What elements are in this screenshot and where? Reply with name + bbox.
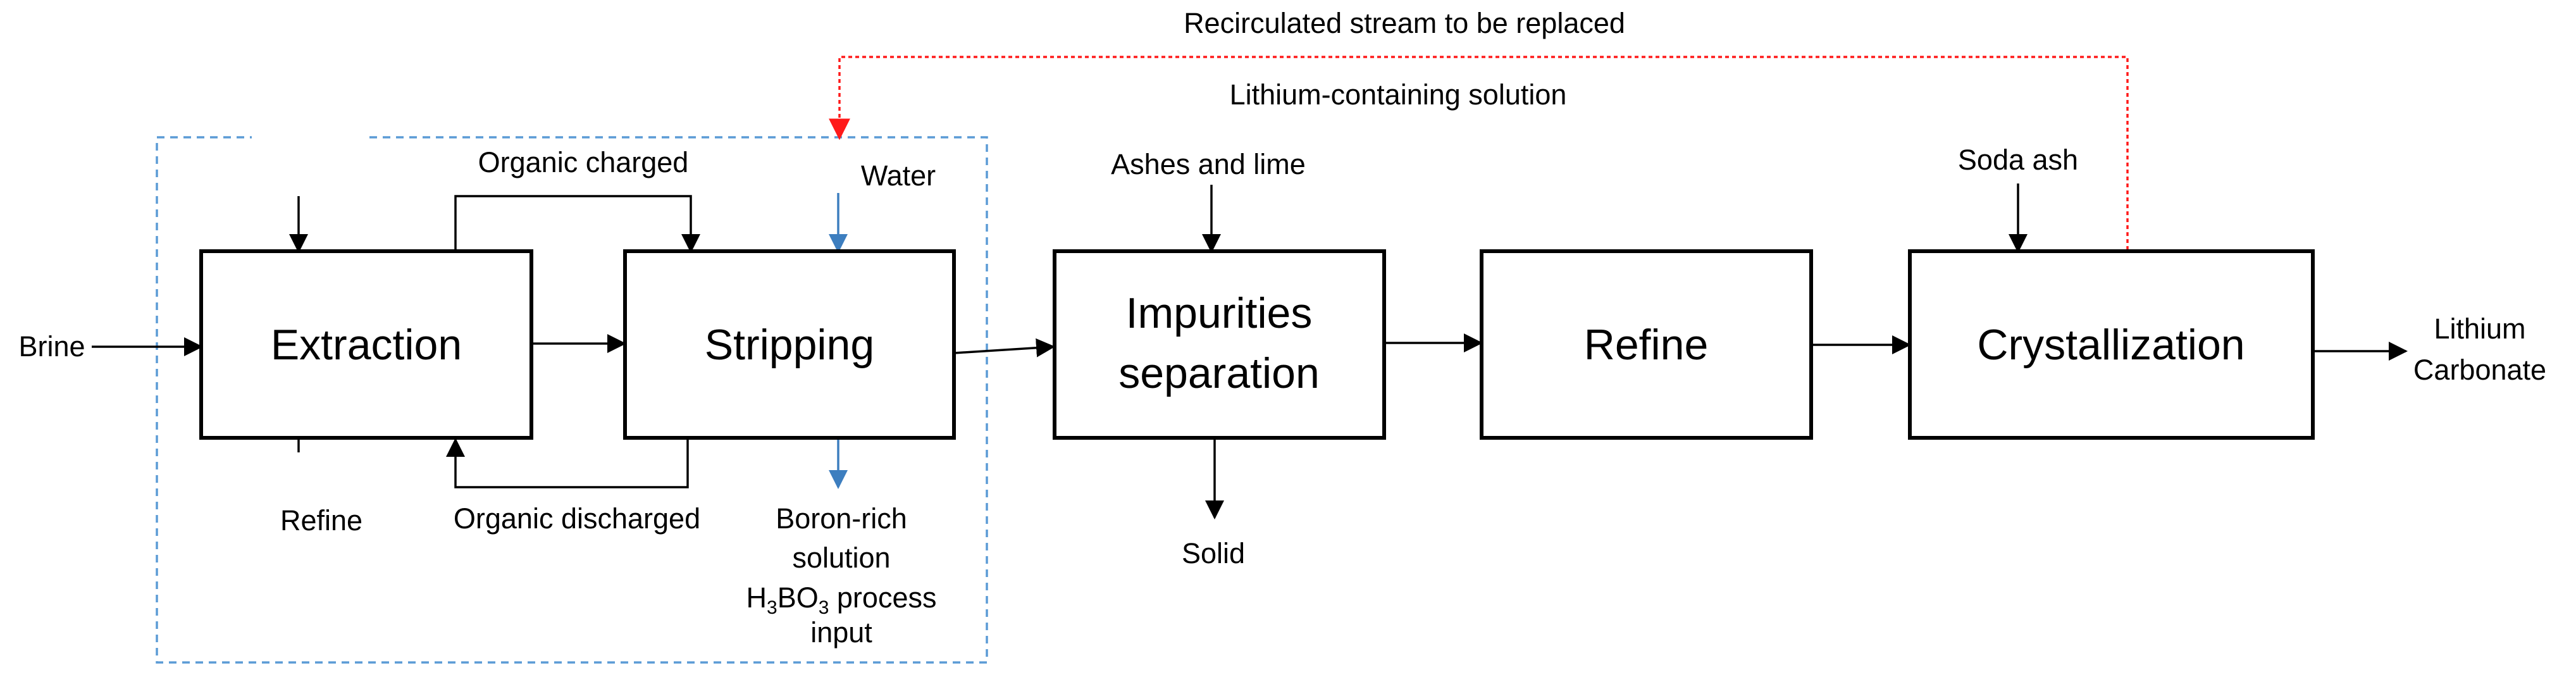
label-recirculated-stream: Recirculated stream to be replaced	[1184, 7, 1625, 39]
label-solid: Solid	[1182, 537, 1245, 569]
label-ashes-and-lime: Ashes and lime	[1111, 148, 1306, 180]
label-lithium-containing-solution: Lithium-containing solution	[1230, 78, 1567, 111]
node-extraction: Extraction	[199, 249, 533, 440]
node-label-impurities-line1: Impurities	[1126, 289, 1313, 337]
node-refine: Refine	[1480, 249, 1813, 440]
stripping-to-impurities-arrow	[953, 338, 1055, 357]
label-product-line1: Lithium	[2434, 313, 2525, 345]
label-water: Water	[861, 159, 936, 192]
node-crystallization: Crystallization	[1908, 249, 2315, 440]
label-brine: Brine	[18, 330, 85, 363]
boundary-gap-mask	[252, 130, 369, 146]
label-organic-charged: Organic charged	[478, 146, 689, 178]
node-label-stripping: Stripping	[705, 321, 874, 369]
label-boron-line2: solution	[792, 542, 890, 574]
node-stripping: Stripping	[623, 249, 956, 440]
label-refine-output: Refine	[280, 504, 362, 537]
node-label-impurities-line2: separation	[1118, 349, 1320, 397]
label-boron-line1: Boron-rich	[776, 502, 907, 535]
solvent-extraction-boundary	[156, 136, 988, 664]
label-soda-ash: Soda ash	[1958, 144, 2078, 176]
node-label-crystallization: Crystallization	[1977, 321, 2245, 369]
organic-charged-flow-line	[454, 195, 700, 253]
label-organic-discharged: Organic discharged	[454, 502, 700, 535]
node-label-refine: Refine	[1584, 321, 1709, 369]
recirculation-flow-line	[829, 56, 2129, 250]
node-label-extraction: Extraction	[271, 321, 462, 369]
label-boron-line4: input	[810, 616, 872, 649]
node-impurities-separation: Impurities separation	[1053, 249, 1386, 440]
organic-discharged-flow-line	[446, 438, 689, 488]
label-product-line2: Carbonate	[2413, 354, 2546, 386]
label-h3bo3-process: H3BO3 process	[746, 581, 937, 618]
